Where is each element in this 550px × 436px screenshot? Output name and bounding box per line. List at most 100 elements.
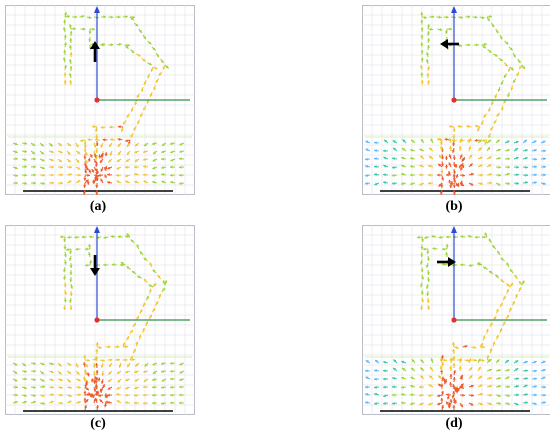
field-vector-head xyxy=(125,401,128,405)
field-vector-head xyxy=(453,179,457,182)
field-vector-head xyxy=(491,102,494,105)
field-vector-head xyxy=(51,165,54,169)
field-vector-head xyxy=(392,165,395,169)
field-vector-head xyxy=(133,348,136,352)
field-vector-head xyxy=(143,401,146,405)
field-vector-head xyxy=(153,87,157,91)
field-vector-head xyxy=(144,143,147,147)
field-vector-head xyxy=(448,138,452,142)
field-vector-head xyxy=(24,369,27,373)
field-vector-head xyxy=(420,359,424,363)
field-vector-head xyxy=(478,147,482,151)
field-vector-head xyxy=(104,393,108,397)
field-vector-head xyxy=(507,393,510,398)
field-vector-head xyxy=(401,401,404,405)
field-vector-head xyxy=(108,363,112,367)
field-vector-head xyxy=(152,378,155,382)
field-vector-head xyxy=(87,173,90,177)
field-vector-head xyxy=(439,358,443,361)
field-vector-head xyxy=(498,401,501,405)
field-vector-head xyxy=(108,159,112,163)
field-vector-head xyxy=(90,393,94,396)
field-vector-head xyxy=(149,93,153,97)
field-vector-head xyxy=(88,169,92,173)
field-vector-head xyxy=(452,143,456,146)
field-vector-head xyxy=(109,152,113,156)
field-vector-head xyxy=(542,140,546,144)
field-vector-head xyxy=(516,165,519,169)
field-vector-head xyxy=(41,362,45,366)
field-vector-head xyxy=(428,173,431,177)
current-direction-arrow-icon xyxy=(440,39,459,49)
field-vector-head xyxy=(452,173,456,177)
field-vector-head xyxy=(93,153,97,157)
field-vector-head xyxy=(145,321,149,325)
field-vector-head xyxy=(452,157,456,160)
field-vector-head xyxy=(87,138,91,142)
field-vector-head xyxy=(68,180,72,184)
field-vector-head xyxy=(495,308,499,312)
field-vector-head xyxy=(126,336,130,340)
field-vector-head xyxy=(77,180,81,184)
field-vector-head xyxy=(67,151,71,155)
field-vector-head xyxy=(437,394,441,398)
field-vector-head xyxy=(451,394,455,398)
field-vector-head xyxy=(42,394,45,398)
field-vector-head xyxy=(437,402,441,406)
field-vector-head xyxy=(59,378,63,382)
field-vector-head xyxy=(466,125,470,129)
field-vector-head xyxy=(512,54,516,58)
field-vector-head xyxy=(482,138,485,142)
field-vector-head xyxy=(78,393,81,397)
field-vector-head xyxy=(496,113,500,117)
field-vector-head xyxy=(502,321,506,325)
field-vector-head xyxy=(143,81,147,85)
field-vector-head xyxy=(365,140,369,144)
field-vector-head xyxy=(40,143,44,147)
field-vector-head xyxy=(100,153,104,157)
field-vector-head xyxy=(133,127,137,131)
field-vector-head xyxy=(24,173,27,177)
field-vector-head xyxy=(492,341,496,345)
field-vector-head xyxy=(116,400,120,404)
field-vector-head xyxy=(161,393,164,397)
field-vector-head xyxy=(410,165,413,169)
field-vector-head xyxy=(149,314,152,318)
field-vector-head xyxy=(74,235,78,239)
field-vector-head xyxy=(471,393,474,397)
field-vector-head xyxy=(100,178,104,182)
field-vector-head xyxy=(506,360,510,363)
field-vector-head xyxy=(425,59,429,62)
field-vector-head xyxy=(137,275,141,279)
field-vector-head xyxy=(419,261,423,265)
field-vector-head xyxy=(383,173,386,177)
field-vector-head xyxy=(117,235,121,239)
grid xyxy=(362,225,550,415)
field-vector-head xyxy=(75,364,79,368)
field-vector-head xyxy=(419,284,423,288)
panel-d xyxy=(362,225,550,415)
panel-b xyxy=(362,5,550,195)
field-vector-head xyxy=(118,42,122,46)
field-vector-head xyxy=(365,181,368,185)
field-vector-head xyxy=(542,360,546,364)
field-vector-head xyxy=(458,164,462,168)
field-vector-head xyxy=(107,181,110,185)
field-vector-head xyxy=(69,31,73,34)
field-vector-head xyxy=(506,148,510,152)
field-vector-head xyxy=(475,124,479,128)
field-vector-head xyxy=(107,393,110,397)
field-vector-head xyxy=(420,80,424,83)
field-vector-head xyxy=(441,177,445,181)
field-vector-head xyxy=(497,182,501,186)
field-vector-head xyxy=(63,292,67,295)
field-vector-head xyxy=(88,31,92,34)
field-vector-head xyxy=(430,27,433,31)
field-vector-head xyxy=(401,385,404,389)
field-vector-head xyxy=(410,148,414,152)
field-vector-head xyxy=(73,27,76,31)
field-vector-head xyxy=(401,393,404,397)
field-vector-head xyxy=(109,125,112,129)
field-vector-head xyxy=(63,269,67,273)
field-vector-head xyxy=(479,156,483,160)
